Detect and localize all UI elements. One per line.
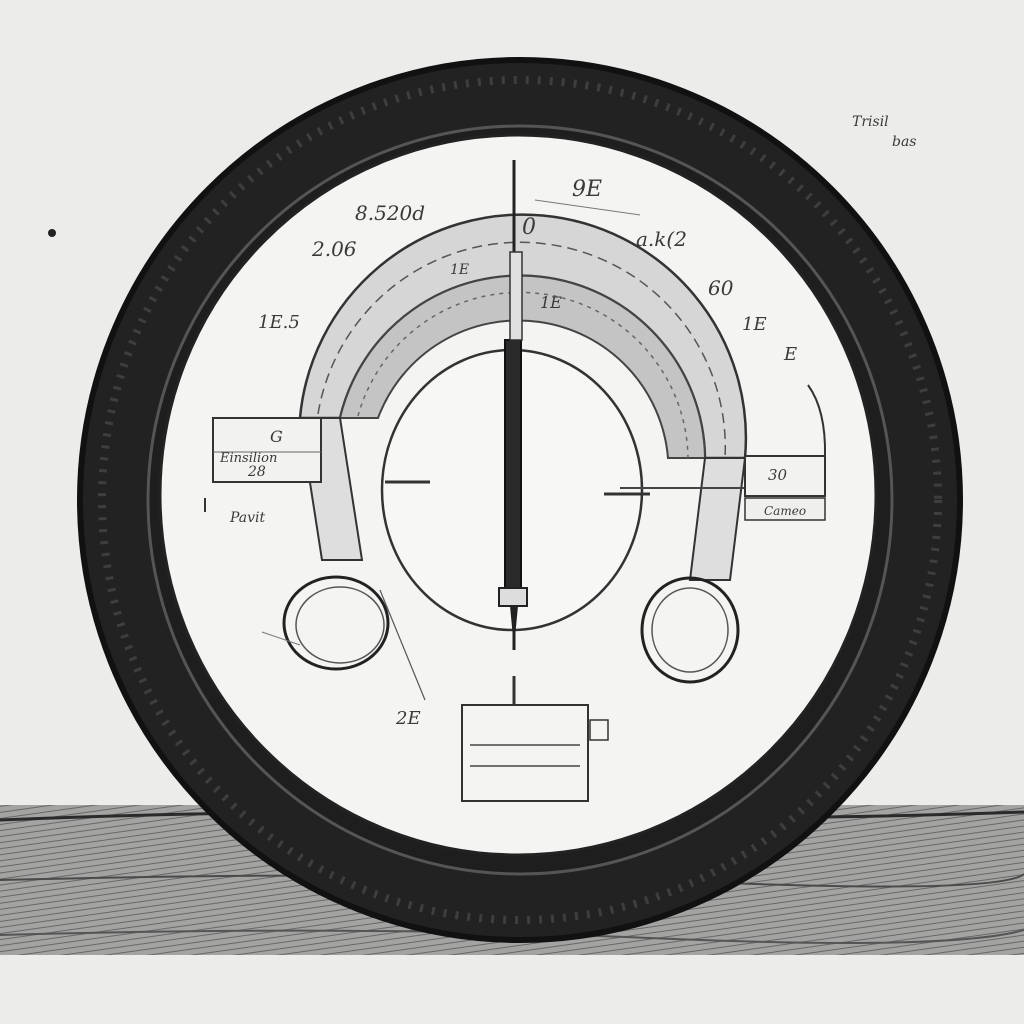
right-box-small-label: Cameo (764, 504, 806, 518)
top-value-label: 9E (572, 177, 602, 202)
ink-dot (48, 229, 56, 237)
arc-label-a: 1E (540, 293, 562, 312)
right-label-box (744, 384, 827, 521)
right-box-label: 30 (768, 466, 788, 484)
needle (498, 160, 528, 650)
left-box-label-b: Einsilion (219, 451, 277, 466)
arc-label-b: 1E (450, 262, 469, 278)
ring-texture (98, 76, 942, 924)
left-label-box (204, 417, 322, 512)
side-ticks (385, 480, 745, 496)
leader-lines (261, 199, 641, 701)
left-box-label-d: Pavit (229, 510, 266, 526)
left-box-label-c: 28 (247, 464, 266, 480)
upper-left-label-a: 8.520d (355, 201, 425, 225)
upper-right-label-a: a.k(2 (636, 227, 687, 251)
left-box-label-a: G (270, 427, 283, 446)
right-coil (640, 576, 740, 684)
left-coil (282, 575, 390, 671)
upper-left-label-b: 2.06 (311, 237, 357, 261)
top-zero-label: 0 (522, 215, 536, 240)
right-mid-label-a: 1E (742, 314, 767, 335)
upper-right-label-b: 60 (708, 276, 734, 300)
corner-top-label: Trisil (852, 114, 889, 130)
left-mid-label: 1E.5 (258, 312, 300, 333)
corner-bottom-label: bas (892, 134, 917, 150)
bottom-left-label: 2E (395, 708, 421, 729)
right-mid-label-b: E (783, 344, 797, 365)
annotations: 0 9E 8.520d 2.06 a.k(2 60 1E E 1E.5 G Ei… (219, 114, 917, 729)
bottom-box (461, 676, 609, 802)
